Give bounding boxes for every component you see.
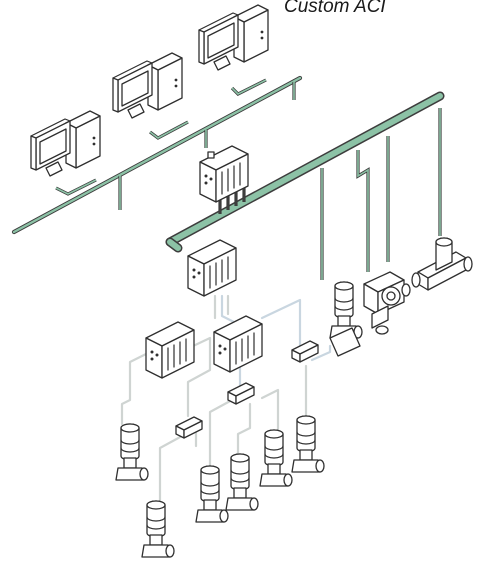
faded-valve-5: [259, 429, 293, 487]
faded-controller-center: [213, 315, 263, 373]
flow-valve-device: [329, 281, 363, 357]
faded-valve-4: [225, 453, 259, 511]
pump-device: [363, 271, 411, 335]
faded-controller-left: [145, 321, 195, 379]
faded-valve-3: [195, 465, 229, 523]
faded-valve-6: [291, 415, 325, 473]
faded-junction-center: [227, 382, 255, 405]
faded-subnetwork: [115, 239, 332, 558]
control-network-bus: [11, 75, 303, 235]
inline-sensor-device: [411, 237, 473, 291]
workstation-2: [112, 52, 183, 119]
plc-controller: [199, 145, 249, 203]
faded-controller-top: [187, 239, 237, 297]
workstation-3: [198, 4, 269, 71]
faded-junction-left: [175, 416, 203, 439]
diagram-caption: Custom ACI: [284, 0, 386, 17]
workstation-1: [30, 110, 101, 177]
field-bus: [165, 91, 445, 280]
faded-valve-2: [141, 500, 175, 558]
faded-valve-1: [115, 423, 149, 481]
